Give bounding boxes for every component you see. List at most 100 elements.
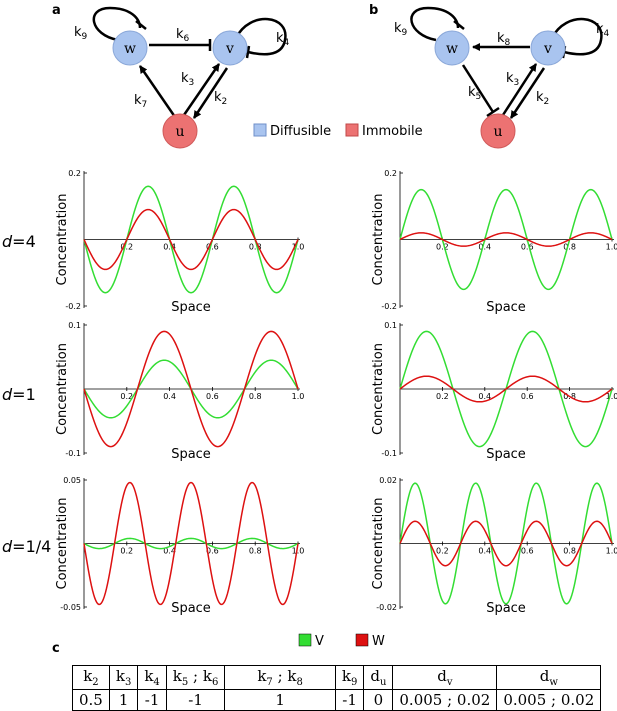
param-value-dw: 0.005 ; 0.02: [496, 689, 602, 711]
param-value-k9: -1: [334, 689, 365, 711]
x-tick-label: 0.4: [163, 243, 176, 252]
node-label-v-a: v: [225, 41, 234, 57]
legend-label-w: W: [372, 634, 385, 649]
y-tick-label-max: 0.1: [68, 321, 81, 330]
row-label-d4: d=4: [2, 232, 36, 251]
y-tick-label-min: -0.2: [65, 302, 81, 311]
series-v-line: [83, 185, 299, 294]
parameter-table: k2 k3 k4 k5 ; k6 k7 ; k8 k9 du dv dw 0.5…: [72, 665, 602, 711]
edge-label-k7-a: k7: [134, 93, 147, 110]
x-tick-label: 0.4: [478, 547, 491, 556]
y-tick-label-max: 0.05: [63, 476, 81, 485]
panel-label-a: a: [52, 3, 61, 18]
y-axis-title: Concentration: [55, 194, 70, 286]
param-header-k4: k4: [137, 665, 167, 690]
edge-label-k4-a: k4: [276, 31, 290, 48]
param-value-dv: 0.005 ; 0.02: [392, 689, 498, 711]
edge-label-k6-a: k6: [176, 27, 190, 44]
y-tick-label-min: -0.2: [381, 302, 397, 311]
x-tick-label: 0.2: [120, 392, 133, 401]
row-label-d1-4: d=1/4: [2, 537, 51, 556]
network-diagram-a: w v u k9 k6 k4 k3 k7 k2: [74, 6, 290, 149]
x-tick-label: 0.6: [521, 392, 534, 401]
x-axis-title: Space: [171, 300, 211, 315]
x-tick-label: 0.8: [249, 547, 262, 556]
node-w-a: [112, 30, 148, 66]
y-tick-label-min: -0.1: [381, 449, 397, 458]
x-tick-label: 0.6: [206, 547, 219, 556]
y-tick-label-min: -0.02: [376, 603, 397, 612]
edge-label-k3-b: k3: [506, 71, 519, 88]
x-tick-label: 0.6: [521, 243, 534, 252]
x-tick-label: 0.8: [249, 243, 262, 252]
x-tick-label: 0.8: [563, 243, 576, 252]
panel-label-c: c: [52, 641, 60, 656]
x-tick-label: 0.6: [206, 392, 219, 401]
legend-swatch-diffusible: [253, 123, 267, 137]
parameter-value-row: 0.5 1 -1 -1 1 -1 0 0.005 ; 0.02 0.005 ; …: [72, 689, 602, 711]
edge-label-k2-a: k2: [214, 90, 227, 107]
x-tick-label: 0.4: [478, 243, 491, 252]
x-axis-title: Space: [486, 300, 526, 315]
y-tick-label-max: 0.02: [379, 476, 397, 485]
series-v-line: [399, 482, 613, 605]
series-w-line: [399, 232, 613, 247]
edge-w-u-b: [461, 64, 495, 113]
y-tick-label-max: 0.2: [68, 169, 81, 178]
plot-b-d1-4: 0.02 -0.02 0.2 0.4 0.6 0.8 1.0 ConcentrationSpa…: [371, 476, 617, 616]
edge-v-u-b: [509, 67, 546, 119]
edge-v-u-a: [192, 67, 229, 119]
x-tick-label: 0.8: [563, 547, 576, 556]
param-value-k3: 1: [108, 689, 139, 711]
y-axis-title: Concentration: [55, 343, 70, 435]
node-label-u-a: u: [175, 124, 184, 140]
x-tick-label: 1.0: [606, 392, 617, 401]
x-tick-label: 1.0: [606, 243, 617, 252]
y-axis-title: Concentration: [371, 343, 386, 435]
x-tick-label: 0.6: [206, 243, 219, 252]
node-legend: Diffusible Immobile: [253, 123, 423, 139]
x-tick-label: 1.0: [292, 392, 305, 401]
legend-label-v: V: [315, 634, 324, 649]
param-value-k7-k8: 1: [224, 689, 336, 711]
x-tick-label: 0.2: [436, 547, 449, 556]
param-header-dv: dv: [392, 665, 498, 690]
edge-u-w-a: [138, 65, 177, 118]
x-tick-label: 0.4: [478, 392, 491, 401]
param-value-k4: -1: [137, 689, 167, 711]
self-loop-w-b: [410, 6, 460, 42]
x-tick-label: 0.4: [163, 547, 176, 556]
x-tick-label: 0.8: [249, 392, 262, 401]
x-tick-label: 1.0: [292, 547, 305, 556]
x-tick-label: 1.0: [606, 547, 617, 556]
y-axis-title: Concentration: [55, 498, 70, 590]
x-axis-title: Space: [486, 601, 526, 616]
y-tick-label-min: -0.1: [65, 449, 81, 458]
y-axis-title: Concentration: [371, 498, 386, 590]
y-axis-title: Concentration: [371, 194, 386, 286]
edge-label-k8-b: k8: [497, 31, 511, 48]
param-header-k7-k8: k7 ; k8: [224, 665, 336, 690]
param-header-k2: k2: [72, 665, 110, 690]
self-loop-v-a: [234, 17, 287, 56]
edge-u-v-a: [182, 63, 221, 116]
param-header-k9: k9: [334, 665, 365, 690]
series-w-line: [399, 375, 613, 403]
self-loop-v-b: [550, 17, 603, 56]
param-header-du: du: [363, 665, 394, 690]
x-tick-label: 0.6: [521, 547, 534, 556]
x-tick-label: 0.2: [436, 392, 449, 401]
x-tick-label: 0.2: [436, 243, 449, 252]
series-v-line: [83, 537, 299, 550]
legend-label-diffusible: Diffusible: [270, 124, 331, 139]
legend-swatch-v: [298, 633, 312, 647]
param-header-k3: k3: [108, 665, 139, 690]
param-value-k5-k6: -1: [165, 689, 226, 711]
legend-swatch-immobile: [345, 123, 359, 137]
param-header-dw: dw: [496, 665, 602, 690]
edge-label-k3-a: k3: [181, 71, 194, 88]
